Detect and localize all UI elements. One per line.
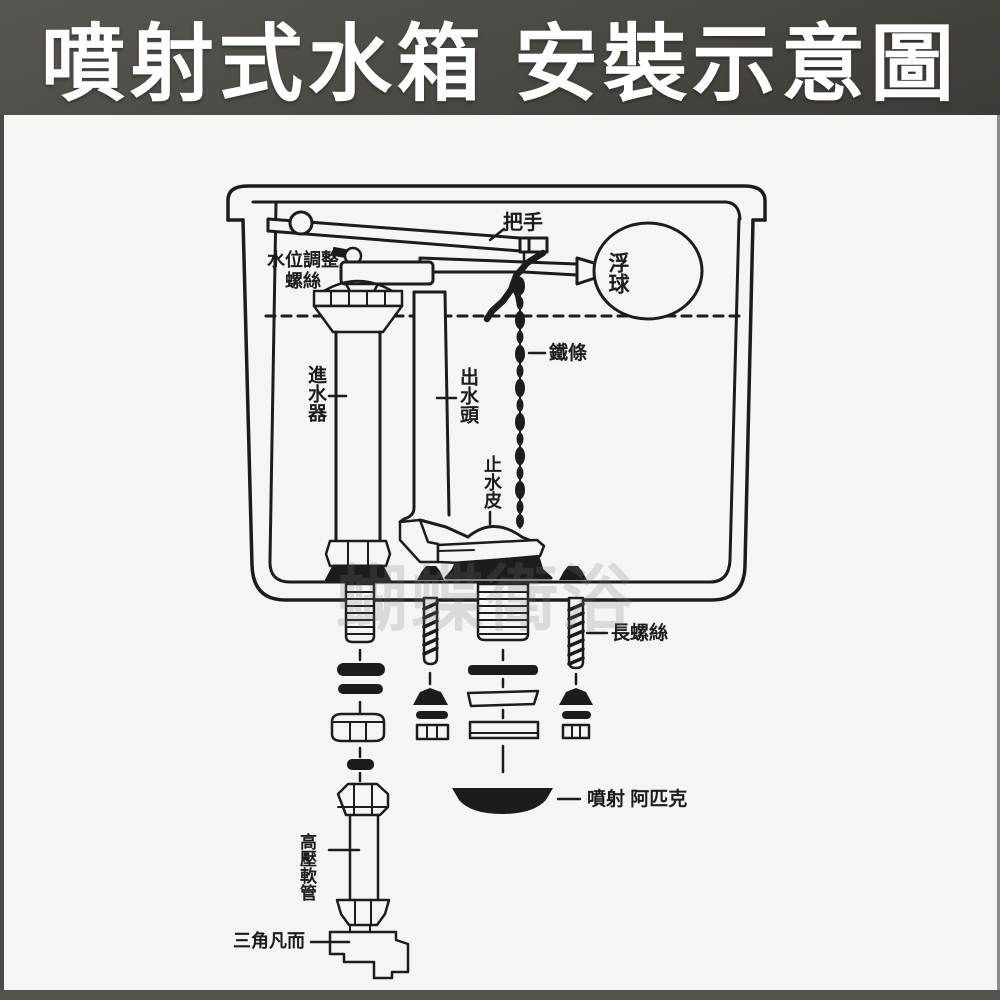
float-arm: [418, 256, 600, 286]
lift-wire: [483, 249, 547, 323]
inlet-shank-parts: [330, 582, 386, 783]
float-ball: [592, 221, 704, 321]
tank-bolt-heads: [417, 566, 587, 580]
label-handle: 把手: [503, 212, 543, 234]
flush-valve-assembly: [398, 518, 553, 580]
right-border: [997, 115, 1000, 1000]
supply-hose: [328, 782, 410, 980]
label-iron-rod: 鐵條: [549, 343, 588, 364]
label-inlet-valve: 進水器: [305, 365, 326, 422]
inlet-locknut: [324, 539, 392, 568]
flapper-dome: [466, 525, 539, 545]
inlet-valve-assembly: [312, 246, 435, 583]
handle-leader: [488, 227, 506, 242]
jet-apic-bowl: [452, 788, 553, 814]
left-border: [0, 115, 4, 1000]
label-long-screw: 長螺絲: [611, 623, 669, 644]
overflow-pipe: [398, 290, 451, 524]
header-banner: 噴射式水箱 安裝示意圖: [0, 0, 1000, 115]
label-outlet-head: 出水頭: [457, 367, 478, 424]
leader-lines: [309, 227, 609, 944]
brand-watermark: 蝴蝶衛浴: [336, 560, 637, 640]
label-jet-apic: 噴射 阿匹克: [587, 789, 688, 810]
label-water-level-screw: 水位調整 螺絲: [267, 250, 339, 291]
label-high-pressure-hose: 高壓軟管: [297, 833, 316, 901]
angle-valve-body: [328, 930, 410, 980]
lift-chain: [483, 249, 547, 529]
long-screw-parts: [559, 596, 593, 740]
page-title: 噴射式水箱 安裝示意圖: [40, 17, 960, 111]
label-float-ball: 浮球: [606, 252, 629, 294]
label-angle-valve: 三角凡而: [233, 931, 305, 951]
lever-pivot-knob: [288, 210, 314, 236]
handle-lever: [266, 210, 549, 266]
bottom-border: [0, 990, 1000, 1000]
flush-shank-parts: [452, 582, 553, 814]
inlet-gasket: [324, 564, 392, 583]
short-screw-parts: [413, 596, 450, 741]
hose-bottom-nut: [335, 898, 391, 927]
label-stop-rubber: 止水皮: [482, 455, 502, 509]
flush-valve-base: [444, 555, 553, 580]
